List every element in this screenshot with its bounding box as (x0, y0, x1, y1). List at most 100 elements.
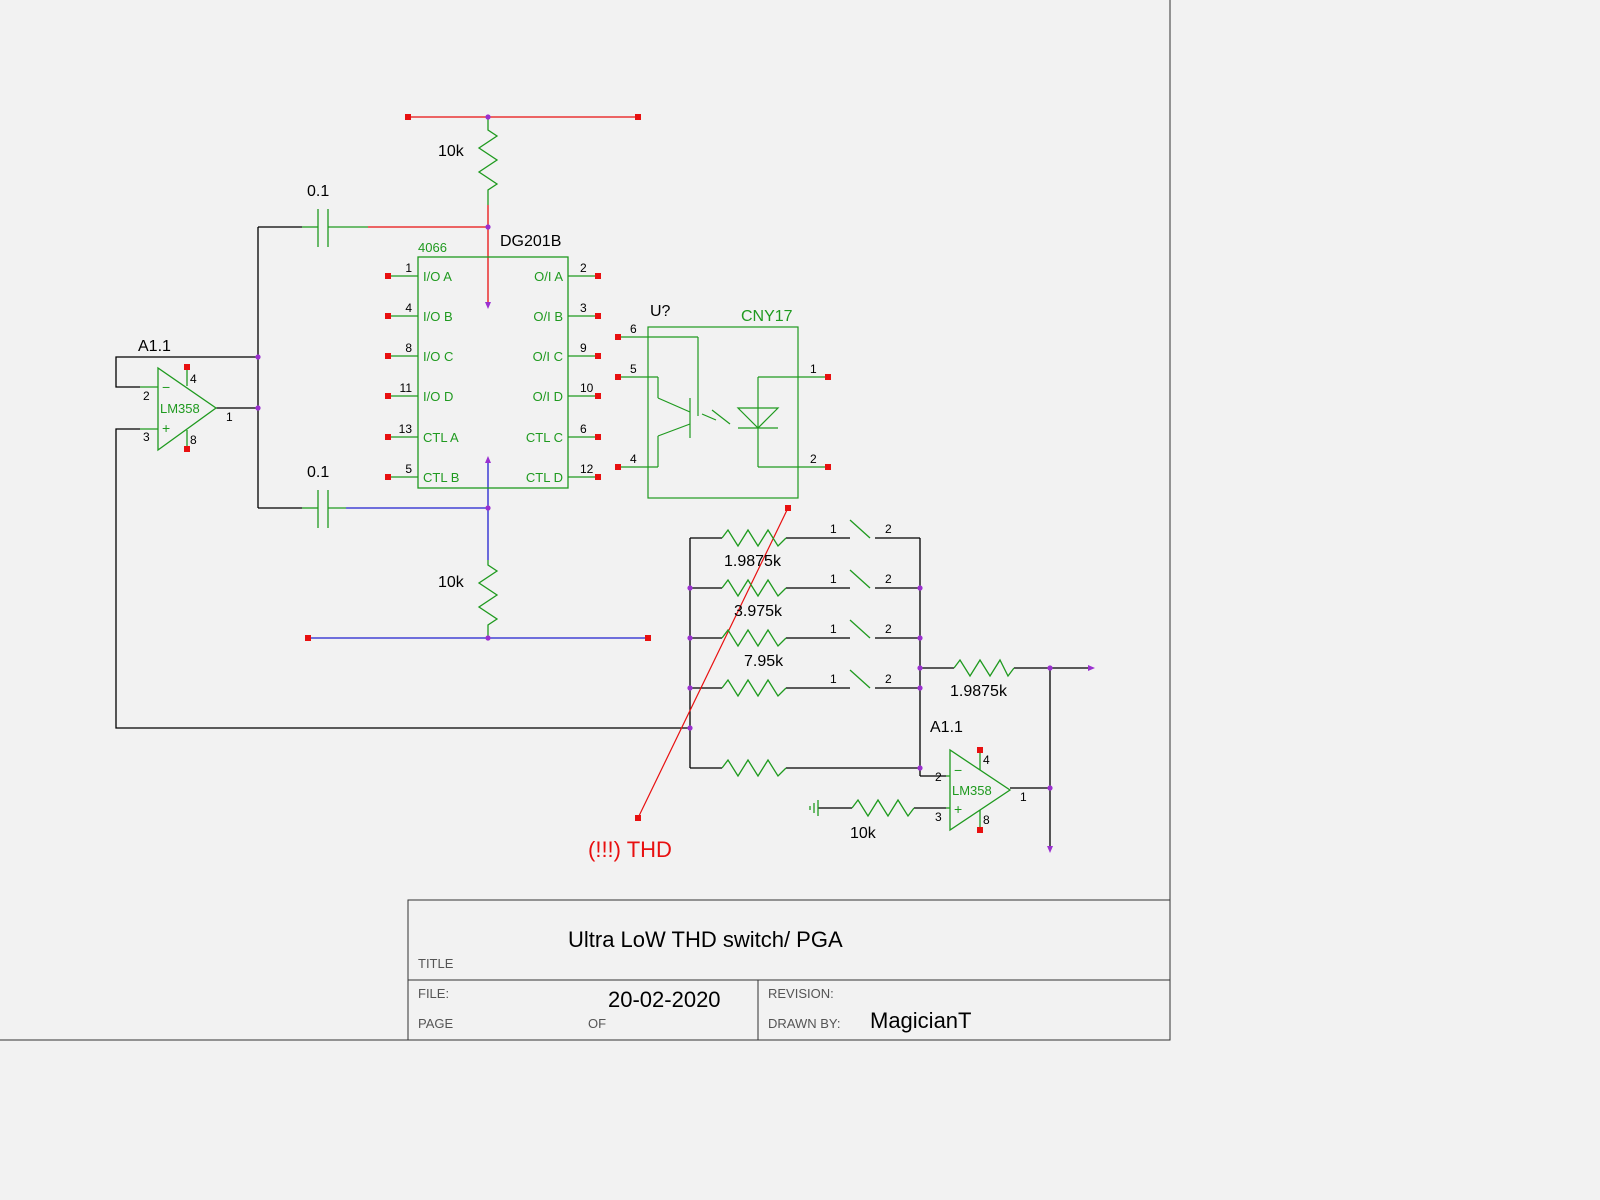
ic-pin-number-right-6: 6 (580, 422, 587, 436)
ic-pin-number-right-12: 12 (580, 462, 594, 476)
svg-text:2: 2 (885, 622, 892, 636)
opamp-2-part: LM358 (952, 783, 992, 798)
opamp-2-pin-noninv: 3 (935, 810, 942, 824)
wires-red (368, 116, 638, 304)
ic-pin-name-right-4: CTL C (526, 430, 563, 445)
opamp-1-pin-vneg: 8 (190, 433, 197, 447)
capacitor-top-value: 0.1 (307, 183, 329, 200)
opamp-1-pin-noninv: 3 (143, 430, 150, 444)
opamp-2-plus: + (954, 801, 962, 817)
title-block (407, 899, 1171, 1041)
optocoupler-pin-2: 2 (810, 452, 817, 466)
thd-marker-line (637, 507, 789, 819)
ic-pin-number-right-2: 2 (580, 261, 587, 275)
svg-text:2: 2 (885, 572, 892, 586)
wires-blue (308, 458, 648, 639)
ic-pin-number-left-1: 1 (405, 261, 412, 275)
ic-pin-number-left-5: 5 (405, 462, 412, 476)
author-name: MagicianT (870, 1008, 971, 1033)
opamp-1 (140, 366, 218, 452)
ic-pin-name-left-2: I/O C (423, 349, 453, 364)
opamp-1-pin-out: 1 (226, 410, 233, 424)
opamp-1-minus: − (162, 379, 170, 395)
svg-text:1: 1 (830, 672, 837, 686)
svg-text:1: 1 (830, 572, 837, 586)
ic-pin-name-left-0: I/O A (423, 269, 452, 284)
ic-pin-number-left-8: 8 (405, 341, 412, 355)
opamp-2-ref: A1.1 (930, 719, 963, 736)
of-label: OF (588, 1016, 606, 1031)
file-label: FILE: (418, 986, 449, 1001)
ic-pin-name-left-5: CTL B (423, 470, 459, 485)
ladder-resistors (721, 528, 1015, 818)
ladder-switches (849, 519, 871, 689)
ic-4066 (388, 256, 598, 489)
ic-pin-name-left-3: I/O D (423, 389, 453, 404)
resistor-mid (477, 560, 499, 638)
ladder-resistor-1-value: 1.9875k (724, 553, 782, 570)
ic-pin-number-left-13: 13 (399, 422, 413, 436)
capacitor-bottom-value: 0.1 (307, 464, 329, 481)
ic-pin-name-left-4: CTL A (423, 430, 459, 445)
svg-text:1: 1 (830, 522, 837, 536)
opamp-1-ref: A1.1 (138, 338, 171, 355)
optocoupler-pin-6: 6 (630, 322, 637, 336)
revision-label: REVISION: (768, 986, 834, 1001)
optocoupler-part: CNY17 (741, 308, 793, 325)
ladder-resistor-2-value: 3.975k (734, 603, 783, 620)
sheet-title: Ultra LoW THD switch/ PGA (568, 927, 843, 952)
ic-pin-number-right-9: 9 (580, 341, 587, 355)
ic-pin-number-right-10: 10 (580, 381, 594, 395)
ic-4066-ref: 4066 (418, 240, 447, 255)
ladder-resistor-3-value: 7.95k (744, 653, 784, 670)
optocoupler-pin-1: 1 (810, 362, 817, 376)
resistor-top-value: 10k (438, 143, 465, 160)
ic-pin-name-right-0: O/I A (534, 269, 563, 284)
drawn-by-label: DRAWN BY: (768, 1016, 840, 1031)
ic-pin-number-left-11: 11 (400, 381, 413, 395)
ground-resistor-value: 10k (850, 825, 877, 842)
page-label: PAGE (418, 1016, 453, 1031)
resistor-top (477, 117, 499, 205)
opamp-1-plus: + (162, 420, 170, 436)
optocoupler (618, 326, 828, 499)
switch-pin-labels: 1 2 1 2 1 2 1 2 (830, 522, 892, 686)
ic-pin-name-right-3: O/I D (533, 389, 563, 404)
junction-dots (255, 114, 1053, 791)
opamp-2-pin-inv: 2 (935, 770, 942, 784)
svg-text:1: 1 (830, 622, 837, 636)
opamp-2-pin-vneg: 8 (983, 813, 990, 827)
pin-end-markers (184, 114, 983, 833)
capacitor-bottom (302, 490, 346, 528)
optocoupler-pin-4: 4 (630, 452, 637, 466)
ic-pin-name-left-1: I/O B (423, 309, 453, 324)
opamp-1-part: LM358 (160, 401, 200, 416)
ic-pin-number-left-4: 4 (405, 301, 412, 315)
ic-pin-name-right-5: CTL D (526, 470, 563, 485)
svg-text:2: 2 (885, 522, 892, 536)
opamp-2 (946, 748, 1012, 832)
opamp-1-pin-inv: 2 (143, 389, 150, 403)
opamp-2-pin-vpos: 4 (983, 753, 990, 767)
opamp-2-minus: − (954, 762, 962, 778)
opamp-1-pin-vpos: 4 (190, 372, 197, 386)
ic-pin-number-right-3: 3 (580, 301, 587, 315)
sheet-date: 20-02-2020 (608, 987, 721, 1012)
ground-symbol (809, 800, 819, 816)
ic-4066-part: DG201B (500, 233, 561, 250)
svg-text:2: 2 (885, 672, 892, 686)
thd-error-label: (!!!) THD (588, 837, 672, 862)
opamp-2-pin-out: 1 (1020, 790, 1027, 804)
optocoupler-pin-5: 5 (630, 362, 637, 376)
optocoupler-ref: U? (650, 303, 671, 320)
feedback-resistor-value: 1.9875k (950, 683, 1008, 700)
net-arrows (485, 302, 1095, 853)
title-label: TITLE (418, 956, 454, 971)
capacitor-top (302, 209, 368, 247)
ic-pin-name-right-2: O/I C (533, 349, 563, 364)
ic-pin-name-right-1: O/I B (533, 309, 563, 324)
wires-black (115, 226, 1088, 848)
resistor-mid-value: 10k (438, 574, 465, 591)
